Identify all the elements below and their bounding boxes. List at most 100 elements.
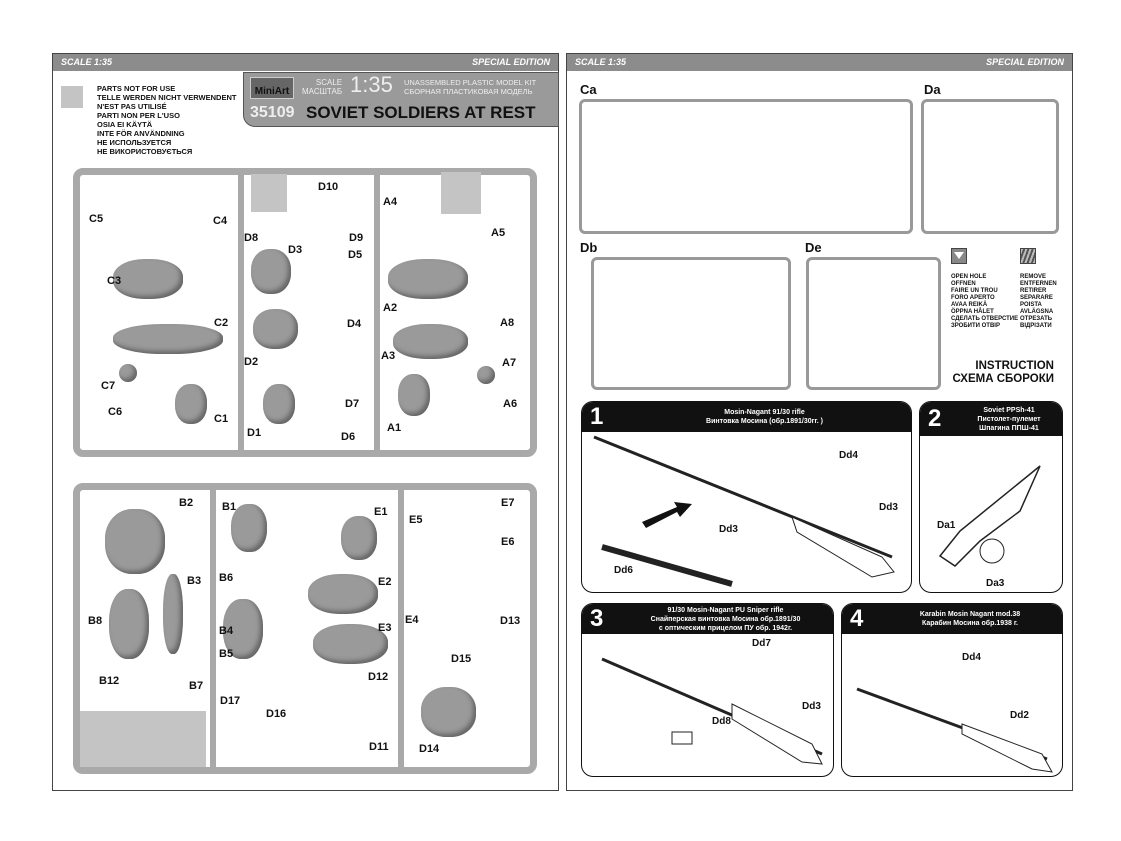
leg-part	[313, 624, 388, 664]
legend-line: ВІДРІЗАТИ	[1020, 323, 1052, 329]
part-label: D4	[347, 318, 362, 330]
right-page: SCALE 1:35 SPECIAL EDITION Ca Da Db De OP…	[566, 53, 1073, 791]
part-label: C7	[101, 380, 116, 392]
part-callout: Dd8	[712, 716, 731, 727]
part-label: B3	[187, 575, 202, 587]
scale-en: SCALE	[315, 78, 343, 87]
legend-line: ÖPPNA HÅLET	[951, 309, 994, 315]
legend-line: REMOVE	[1020, 274, 1047, 280]
sprue-acd	[73, 168, 537, 457]
legend-line: PARTS NOT FOR USE	[97, 84, 176, 93]
coat-part	[109, 589, 149, 659]
torso-part	[341, 516, 377, 560]
head-part	[119, 364, 137, 382]
part-label: C3	[107, 275, 122, 287]
part-callout: Dd4	[839, 450, 858, 461]
scale-label: SCALE 1:35	[575, 57, 627, 67]
sprue-db	[591, 257, 791, 390]
part-label: A8	[500, 317, 515, 329]
legend-line: ОТРЕЗАТЬ	[1020, 316, 1053, 322]
title-line: Пистолет-пулемет	[977, 415, 1041, 423]
part-label: D10	[318, 181, 339, 193]
open-hole-icon	[951, 248, 967, 264]
carbine-diagram	[856, 687, 1053, 773]
step-number: 3	[590, 605, 604, 632]
figure-part	[113, 324, 223, 354]
unused-part-area	[80, 711, 206, 767]
part-label: D5	[348, 249, 363, 261]
figure-part	[253, 309, 298, 349]
part-label: B12	[99, 675, 120, 687]
part-label: E1	[374, 506, 388, 518]
scale-value: 1:35	[350, 72, 393, 97]
part-callout: Dd6	[614, 565, 633, 576]
legend-line: НЕ ВИКОРИСТОВУЄТЬСЯ	[97, 147, 193, 156]
title-line: Soviet PPSh-41	[983, 406, 1035, 414]
legend-line: AVLÄGSNA	[1020, 309, 1054, 315]
part-label: E7	[501, 497, 515, 509]
not-for-use-swatch	[61, 86, 83, 108]
brand-logo: MiniArt	[250, 77, 294, 99]
sprue-ca-label: Ca	[580, 82, 597, 97]
legend-line: N'EST PAS UTILISÉ	[97, 102, 167, 111]
part-label: D17	[220, 695, 241, 707]
kit-number: 35109	[250, 104, 295, 121]
legend-line: НЕ ИСПОЛЬЗУЕТСЯ	[97, 138, 172, 147]
sprue-de-label: De	[805, 240, 822, 255]
torso-part	[263, 384, 295, 424]
scale-label: SCALE 1:35	[61, 57, 113, 67]
part-callout: Da1	[937, 520, 956, 531]
figure-part	[113, 259, 183, 299]
figure-part	[251, 249, 291, 294]
edition-label: SPECIAL EDITION	[472, 57, 550, 67]
part-label: A2	[383, 302, 398, 314]
legend-line: AVAA REIKÄ	[951, 302, 988, 308]
part-label: A4	[383, 196, 398, 208]
sprue-db-label: Db	[580, 240, 598, 255]
step-number: 2	[928, 405, 942, 432]
legend-line: INTE FÖR ANVÄNDNING	[97, 129, 185, 138]
part-label: D3	[288, 244, 303, 256]
part-callout: Dd7	[752, 638, 771, 649]
sprue-bde	[73, 483, 537, 774]
title-line: Karabin Mosin Nagant mod.38	[919, 611, 1021, 618]
ppsh-diagram	[938, 465, 1041, 567]
remove-icon	[1020, 248, 1036, 264]
part-label: D15	[451, 653, 472, 665]
part-label: B5	[219, 648, 234, 660]
part-label: B6	[219, 572, 234, 584]
legend-line: OSIA EI KÄYTÄ	[97, 120, 153, 129]
instruction-en: INSTRUCTION	[975, 360, 1054, 372]
part-label: C1	[214, 413, 229, 425]
not-for-use-legend: PARTS NOT FOR USE TELLE WERDEN NICHT VER…	[97, 84, 236, 156]
step-number: 4	[850, 605, 864, 632]
torso-part	[175, 384, 207, 424]
edition-label: SPECIAL EDITION	[986, 57, 1064, 67]
legend-line: SEPARARE	[1020, 295, 1053, 301]
part-label: A1	[387, 422, 402, 434]
part-label: E6	[501, 536, 515, 548]
arm-part	[223, 599, 263, 659]
title-line: Винтовка Мосина (обр.1891/30гг. )	[706, 418, 823, 425]
part-label: D7	[345, 398, 360, 410]
leg-part	[308, 574, 378, 614]
head-part	[477, 366, 495, 384]
legend-line: RETIRER	[1020, 288, 1047, 294]
sprue-da-label: Da	[924, 82, 941, 97]
title-line: Карабин Мосина обр.1938 г.	[922, 620, 1018, 627]
part-label: E4	[405, 614, 419, 626]
rifle-diagram	[593, 435, 895, 587]
title-line: Снайперская винтовка Мосина обр.1891/30	[650, 615, 801, 623]
part-label: D13	[500, 615, 521, 627]
